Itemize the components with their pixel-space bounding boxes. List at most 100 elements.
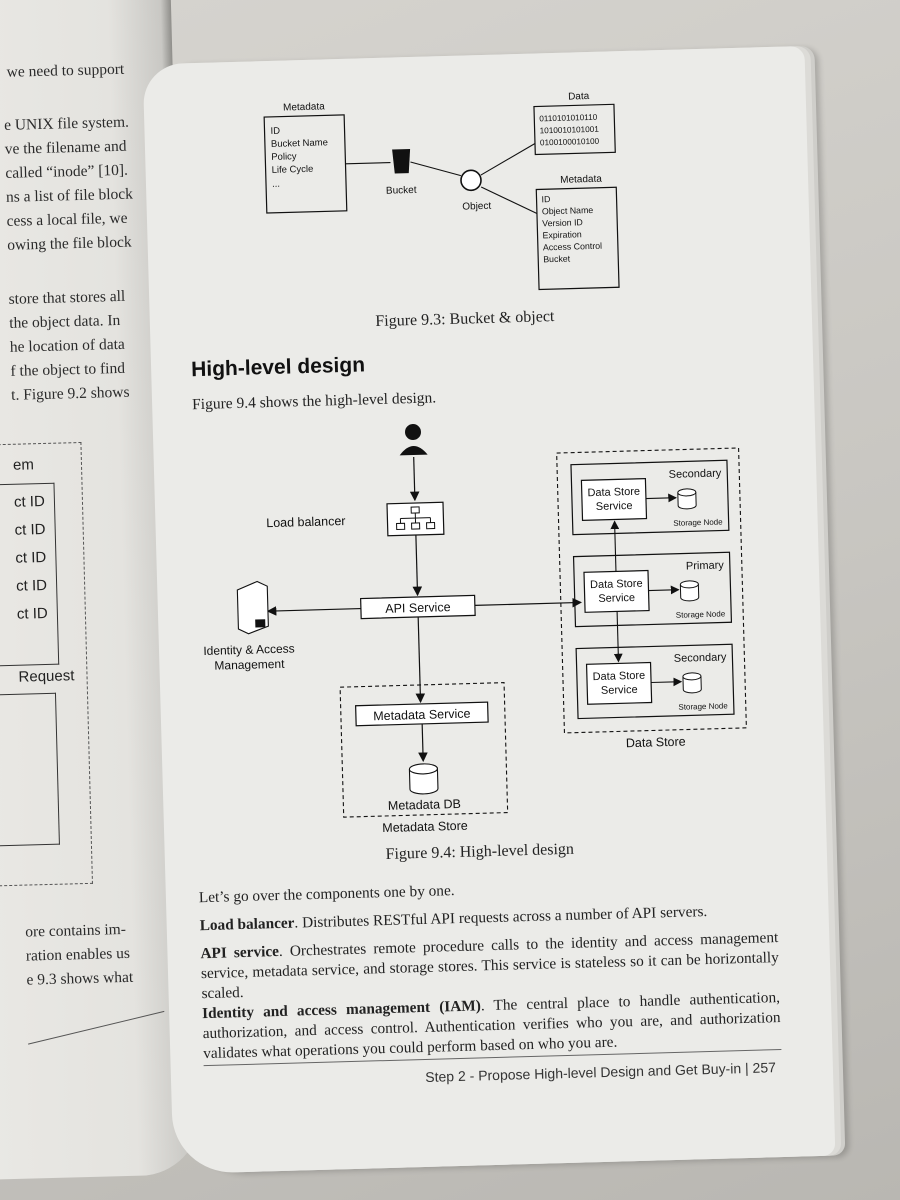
replication-arrow xyxy=(610,520,620,572)
hierarchy-icon xyxy=(396,506,436,531)
api-service-label: API Service xyxy=(385,600,451,616)
node-role-label: Secondary xyxy=(669,467,722,480)
object-metadata-box xyxy=(535,186,620,291)
left-text-line: t. Figure 9.2 shows xyxy=(10,383,130,404)
left-text-line: e 9.3 shows what xyxy=(26,968,134,989)
user-icon xyxy=(405,424,422,441)
connector-line xyxy=(480,143,536,176)
arrow xyxy=(648,585,680,595)
arrow xyxy=(266,606,361,616)
data-store-label: Data Store xyxy=(626,735,686,751)
storage-disk-icon xyxy=(679,580,700,602)
data-store-box xyxy=(556,447,747,734)
metadata-service-label: Metadata Service xyxy=(373,707,471,724)
object-metadata-field: Access Control xyxy=(543,241,602,253)
left-request-label: Request xyxy=(18,667,75,686)
connector-line xyxy=(480,186,538,215)
left-text-line: called “inode” [10]. xyxy=(5,161,129,182)
left-text-line: ration enables us xyxy=(25,944,131,965)
metadata-field: Bucket Name xyxy=(271,137,328,150)
left-table-cell: ct ID xyxy=(15,548,47,567)
object-label: Object xyxy=(462,201,491,213)
left-text-line: f the object to find xyxy=(10,359,126,380)
left-text-line: store that stores all xyxy=(8,287,126,308)
object-metadata-field: Bucket xyxy=(543,254,571,265)
lock-icon xyxy=(255,619,266,628)
load-balancer-label: Load balancer xyxy=(266,514,346,530)
arrow xyxy=(651,677,683,687)
bucket-metadata-box xyxy=(263,114,348,214)
connector-line xyxy=(410,161,462,177)
chapter-title: Step 2 - Propose High-level Design and G… xyxy=(425,1060,742,1085)
node-role-label: Primary xyxy=(686,559,725,572)
replication-arrow xyxy=(613,611,623,663)
data-store-service-label: Data Store xyxy=(590,578,643,591)
user-icon-body xyxy=(399,446,428,456)
object-metadata-field: ID xyxy=(541,194,550,204)
bucket-label: Bucket xyxy=(386,185,417,197)
left-text-line: he location of data xyxy=(9,335,125,356)
page-footer: Step 2 - Propose High-level Design and G… xyxy=(425,1059,776,1085)
data-store-service-label: Service xyxy=(601,684,638,697)
storage-node-label: Storage Node xyxy=(678,701,728,711)
storage-disk-icon xyxy=(677,488,697,510)
arrow xyxy=(409,457,420,502)
data-bits: 0100100010100 xyxy=(540,137,600,148)
arrow xyxy=(645,493,678,503)
paragraph-text: . Distributes RESTful API requests acros… xyxy=(294,903,708,932)
arrow xyxy=(412,534,423,597)
page-content: Metadata ID Bucket Name Policy Life Cycl… xyxy=(168,77,782,1085)
data-box xyxy=(533,103,616,156)
iam-label-line-1: Identity & Access xyxy=(203,641,295,658)
object-metadata-field: Expiration xyxy=(542,229,581,240)
metadata-field: ID xyxy=(270,126,280,137)
term-api-service: API service xyxy=(200,943,280,963)
storage-disk-icon xyxy=(682,672,702,694)
data-store-service-label: Data Store xyxy=(592,670,645,683)
arrow xyxy=(474,597,583,608)
section-heading: High-level design xyxy=(190,353,366,382)
connector-line xyxy=(345,162,391,165)
metadata-store-label: Metadata Store xyxy=(382,819,468,835)
data-store-service-label: Service xyxy=(598,592,635,605)
left-footer-rule xyxy=(28,1010,165,1045)
iam-label-line-2: Management xyxy=(214,657,285,673)
node-role-label: Secondary xyxy=(674,651,727,664)
metadata-title: Metadata xyxy=(283,101,325,113)
data-title: Data xyxy=(568,91,590,103)
left-text-line: we need to support xyxy=(6,60,125,81)
footer-separator: | xyxy=(744,1059,749,1077)
left-text-line: ns a list of file block xyxy=(5,185,134,206)
metadata-field: Policy xyxy=(271,151,297,163)
left-table-cell: ct ID xyxy=(16,604,48,623)
left-text-line: cess a local file, we xyxy=(6,209,128,230)
object-icon xyxy=(460,169,482,192)
metadata-db-icon xyxy=(408,763,439,795)
storage-node-box xyxy=(570,459,730,536)
metadata-field: Life Cycle xyxy=(271,164,313,176)
left-figure-label: em xyxy=(12,456,35,474)
storage-node-box xyxy=(575,643,735,720)
arrow xyxy=(418,723,428,763)
figure-bucket-object: Metadata ID Bucket Name Policy Life Cycl… xyxy=(263,91,620,291)
term-load-balancer: Load balancer xyxy=(199,914,295,935)
left-request-box xyxy=(0,692,60,847)
right-page: Metadata ID Bucket Name Policy Life Cycl… xyxy=(142,45,836,1175)
left-text-line: ore contains im- xyxy=(24,920,127,941)
data-bits: 1010010101001 xyxy=(540,125,600,136)
left-table-cell: ct ID xyxy=(14,520,46,539)
object-metadata-field: Object Name xyxy=(542,205,594,216)
page-number: 257 xyxy=(752,1059,777,1076)
arrow xyxy=(415,616,426,704)
storage-node-label: Storage Node xyxy=(673,517,723,527)
left-text-line: ve the filename and xyxy=(4,137,127,158)
left-table-cell: ct ID xyxy=(13,492,46,511)
bucket-icon xyxy=(392,149,411,174)
metadata-field: ... xyxy=(272,179,280,190)
figure-high-level-design: Load balancer API Service Identity & xyxy=(203,424,747,835)
left-table-cell: ct ID xyxy=(15,576,48,595)
object-metadata-title: Metadata xyxy=(560,174,602,186)
left-text-line: owing the file block xyxy=(7,233,132,254)
left-text-line: the object data. In xyxy=(9,311,121,332)
